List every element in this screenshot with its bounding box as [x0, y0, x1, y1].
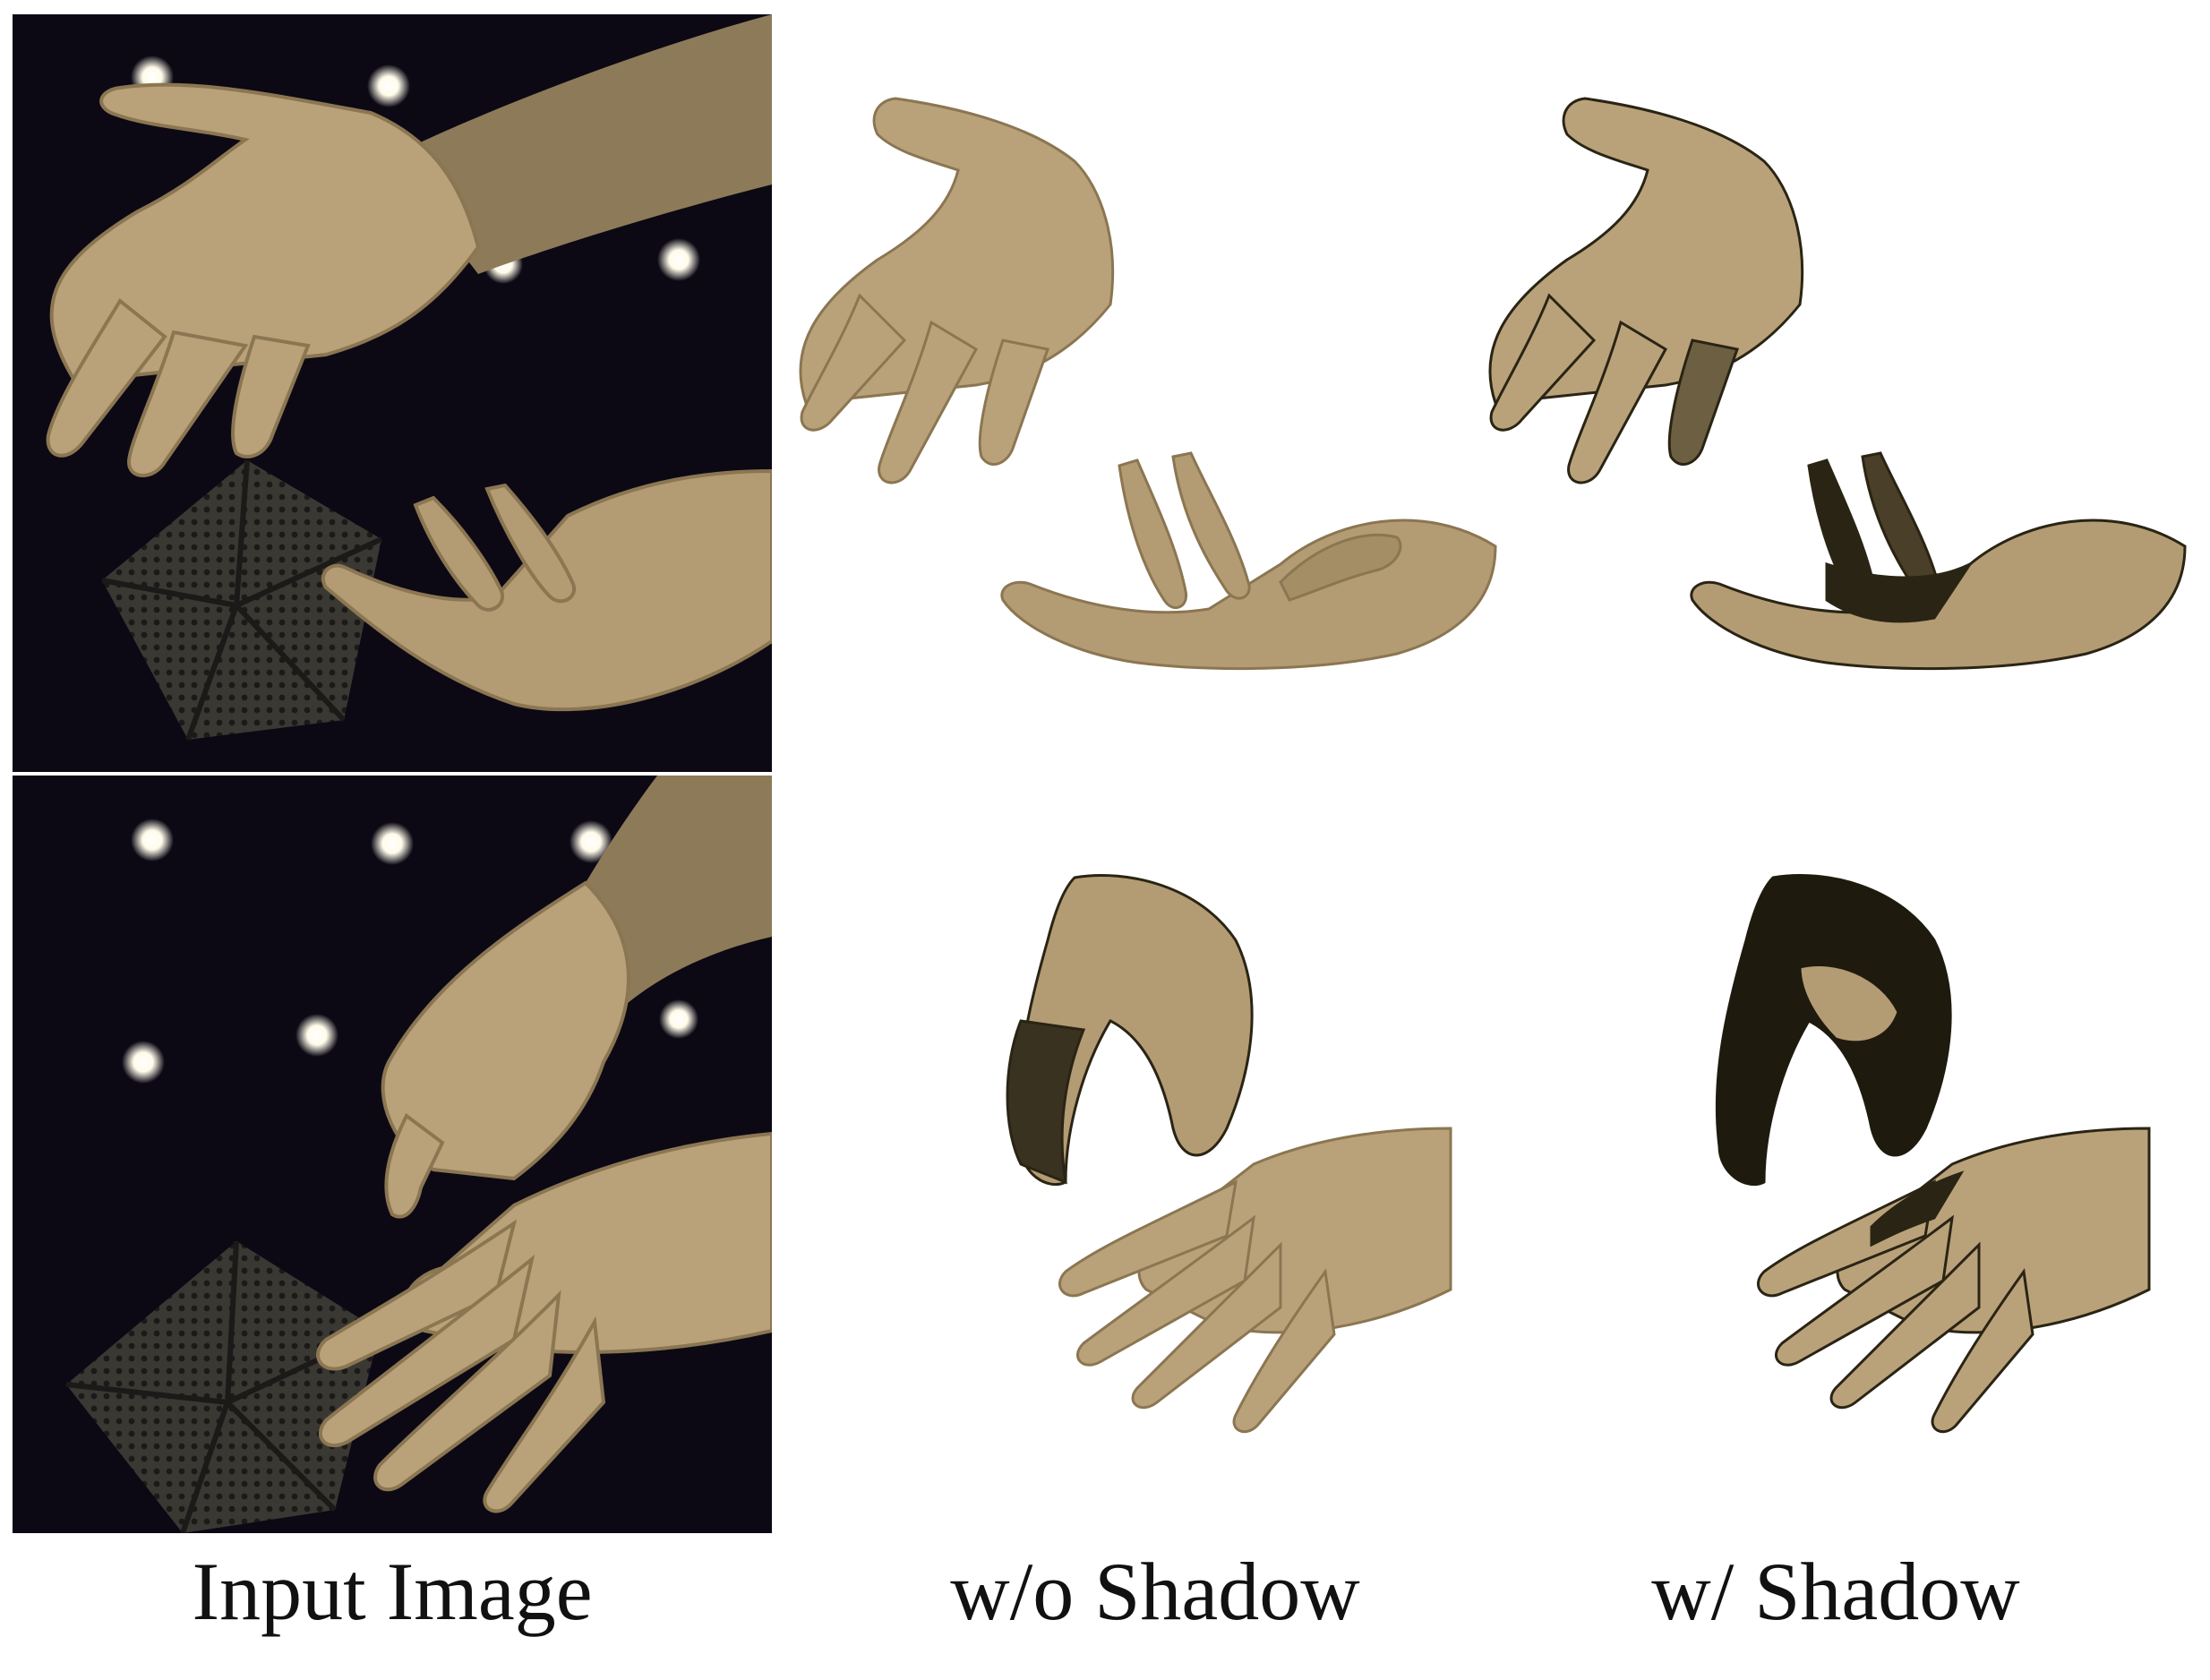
caption-without-shadow: w/o Shadow [950, 1546, 1360, 1637]
input-image-row2 [13, 776, 772, 1533]
hand-lower [316, 1131, 772, 1513]
studio-light [657, 238, 700, 281]
rendered-hand-upper [799, 97, 1115, 484]
input-image-row1 [13, 14, 772, 772]
studio-light [570, 820, 612, 863]
hand-lower [321, 468, 772, 712]
render-no-shadow-row1 [779, 81, 1513, 690]
rendered-hand-upper [1006, 874, 1254, 1187]
render-no-shadow-row2 [967, 860, 1486, 1451]
rendered-hand-upper [1715, 874, 1952, 1187]
studio-light [659, 999, 698, 1039]
rendered-hand-lower [1000, 451, 1497, 671]
render-with-shadow-row1 [1469, 81, 2203, 690]
caption-input-image: Input Image [192, 1546, 593, 1637]
studio-light [131, 819, 174, 861]
hand-upper [381, 880, 630, 1219]
hand-upper [46, 82, 481, 477]
caption-with-shadow: w/ Shadow [1651, 1546, 2020, 1637]
forearm [389, 14, 772, 274]
studio-light [296, 1014, 338, 1057]
rendered-hand-upper [1488, 97, 1804, 484]
studio-light [367, 64, 410, 107]
calibration-board [101, 459, 383, 741]
render-with-shadow-row2 [1666, 860, 2185, 1451]
rendered-hand-lower [1690, 451, 2187, 671]
rendered-hand-lower [1058, 1127, 1452, 1434]
rendered-hand-lower [1757, 1127, 2151, 1434]
studio-light [122, 1041, 165, 1084]
studio-light [371, 822, 414, 865]
calibration-board [65, 1240, 381, 1533]
